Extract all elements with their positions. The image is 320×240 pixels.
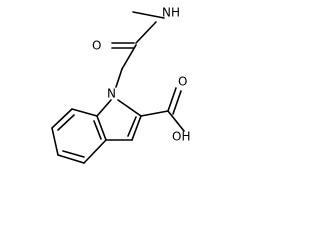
bond-c2-c3-b [127,116,137,137]
bond-carbonyl-ch2 [121,44,137,70]
bond-c4-c3a [83,139,107,164]
atom-label-acid-oh: OH [172,130,190,144]
bond-c7a-n [96,99,112,117]
bond-ch2-ring-n [115,68,123,88]
bond-c2-cooh [140,110,169,117]
bond-nh-carbonyl [135,21,157,44]
bond-methyl-nh [132,11,165,19]
bond-c6-c5 [51,127,59,156]
atom-label-nh: NH [162,6,180,20]
bond-c7a-c7 [71,108,98,117]
bond-c5-c4-b [62,150,85,158]
bond-c7-c6-b [57,114,75,131]
structure-canvas: NH O N OH O [51,6,190,164]
atom-label-amide-o: O [92,39,101,53]
bond-cooh-o-a [167,87,177,112]
bond-c3a-c7a-inner [93,120,102,140]
atom-label-ring-n: N [107,87,116,101]
bond-c3a-c7a [96,115,107,141]
bond-c5-c4-a [57,154,85,164]
atom-label-acid-o: O [178,75,187,89]
bond-n-c2 [117,99,142,117]
bond-c7-c6-a [51,108,73,129]
bond-c2-c3-a [131,115,142,141]
molecule-diagram: NH O N OH O [51,6,190,164]
bond-cooh-o-b [172,90,182,115]
bond-cooh-oh [167,110,185,132]
